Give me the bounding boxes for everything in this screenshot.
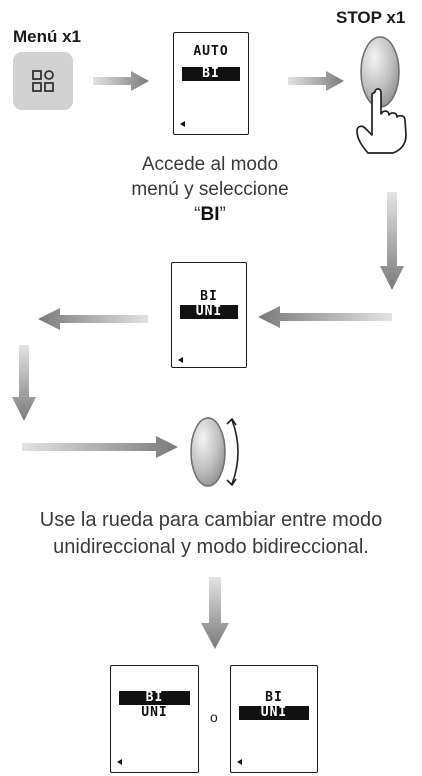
back-triangle-icon <box>237 759 242 765</box>
back-triangle-icon <box>117 759 122 765</box>
screen-line-uni-selected: UNI <box>239 706 309 720</box>
arrow-left-1 <box>258 306 392 328</box>
arrow-right-3 <box>22 436 178 458</box>
device-screen-option-uni: BI UNI <box>230 665 318 773</box>
hand-pressing-button-icon[interactable] <box>350 32 416 154</box>
caption-use-wheel: Use la rueda para cambiar entre modo uni… <box>0 507 422 561</box>
device-screen-auto-bi: AUTO BI <box>173 32 249 135</box>
screen-line-bi-selected: BI <box>182 67 240 81</box>
caption-bold-bi: BI <box>200 204 220 225</box>
arrow-down-3 <box>201 577 229 649</box>
arrow-down-2 <box>12 345 36 421</box>
menu-grid-icon <box>32 70 54 92</box>
caption-select-bi: Accede al modo menú y seleccione “BI” <box>100 152 320 227</box>
or-separator: o <box>210 709 218 725</box>
device-screen-bi-uni: BI UNI <box>171 262 247 368</box>
quote-open: “ <box>194 204 201 225</box>
screen-line-uni: UNI <box>141 705 168 720</box>
device-screen-option-bi: BI UNI <box>110 665 199 773</box>
caption-line-2: menú y seleccione <box>131 179 289 200</box>
screen-line-bi: BI <box>200 289 218 304</box>
scroll-wheel-icon[interactable] <box>186 410 248 494</box>
stop-count-label: STOP x1 <box>336 8 406 27</box>
screen-line-bi: BI <box>265 690 283 705</box>
back-triangle-icon <box>180 121 185 127</box>
caption-wheel-line-1: Use la rueda para cambiar entre modo <box>39 509 383 531</box>
arrow-down-1 <box>380 192 404 290</box>
arrow-right-2 <box>288 71 344 91</box>
menu-button[interactable] <box>13 52 73 110</box>
arrow-right-1 <box>93 71 149 91</box>
screen-line-auto: AUTO <box>193 44 229 59</box>
quote-close: ” <box>219 204 226 225</box>
back-triangle-icon <box>178 357 183 363</box>
menu-count-label: Menú x1 <box>13 27 82 46</box>
arrow-left-2 <box>38 308 148 330</box>
caption-line-3: “BI” <box>100 202 320 227</box>
caption-line-1: Accede al modo <box>141 154 279 175</box>
screen-line-bi-selected: BI <box>119 691 190 705</box>
caption-wheel-line-2: unidireccional y modo bidireccional. <box>53 536 369 558</box>
screen-line-uni-selected: UNI <box>180 305 238 319</box>
